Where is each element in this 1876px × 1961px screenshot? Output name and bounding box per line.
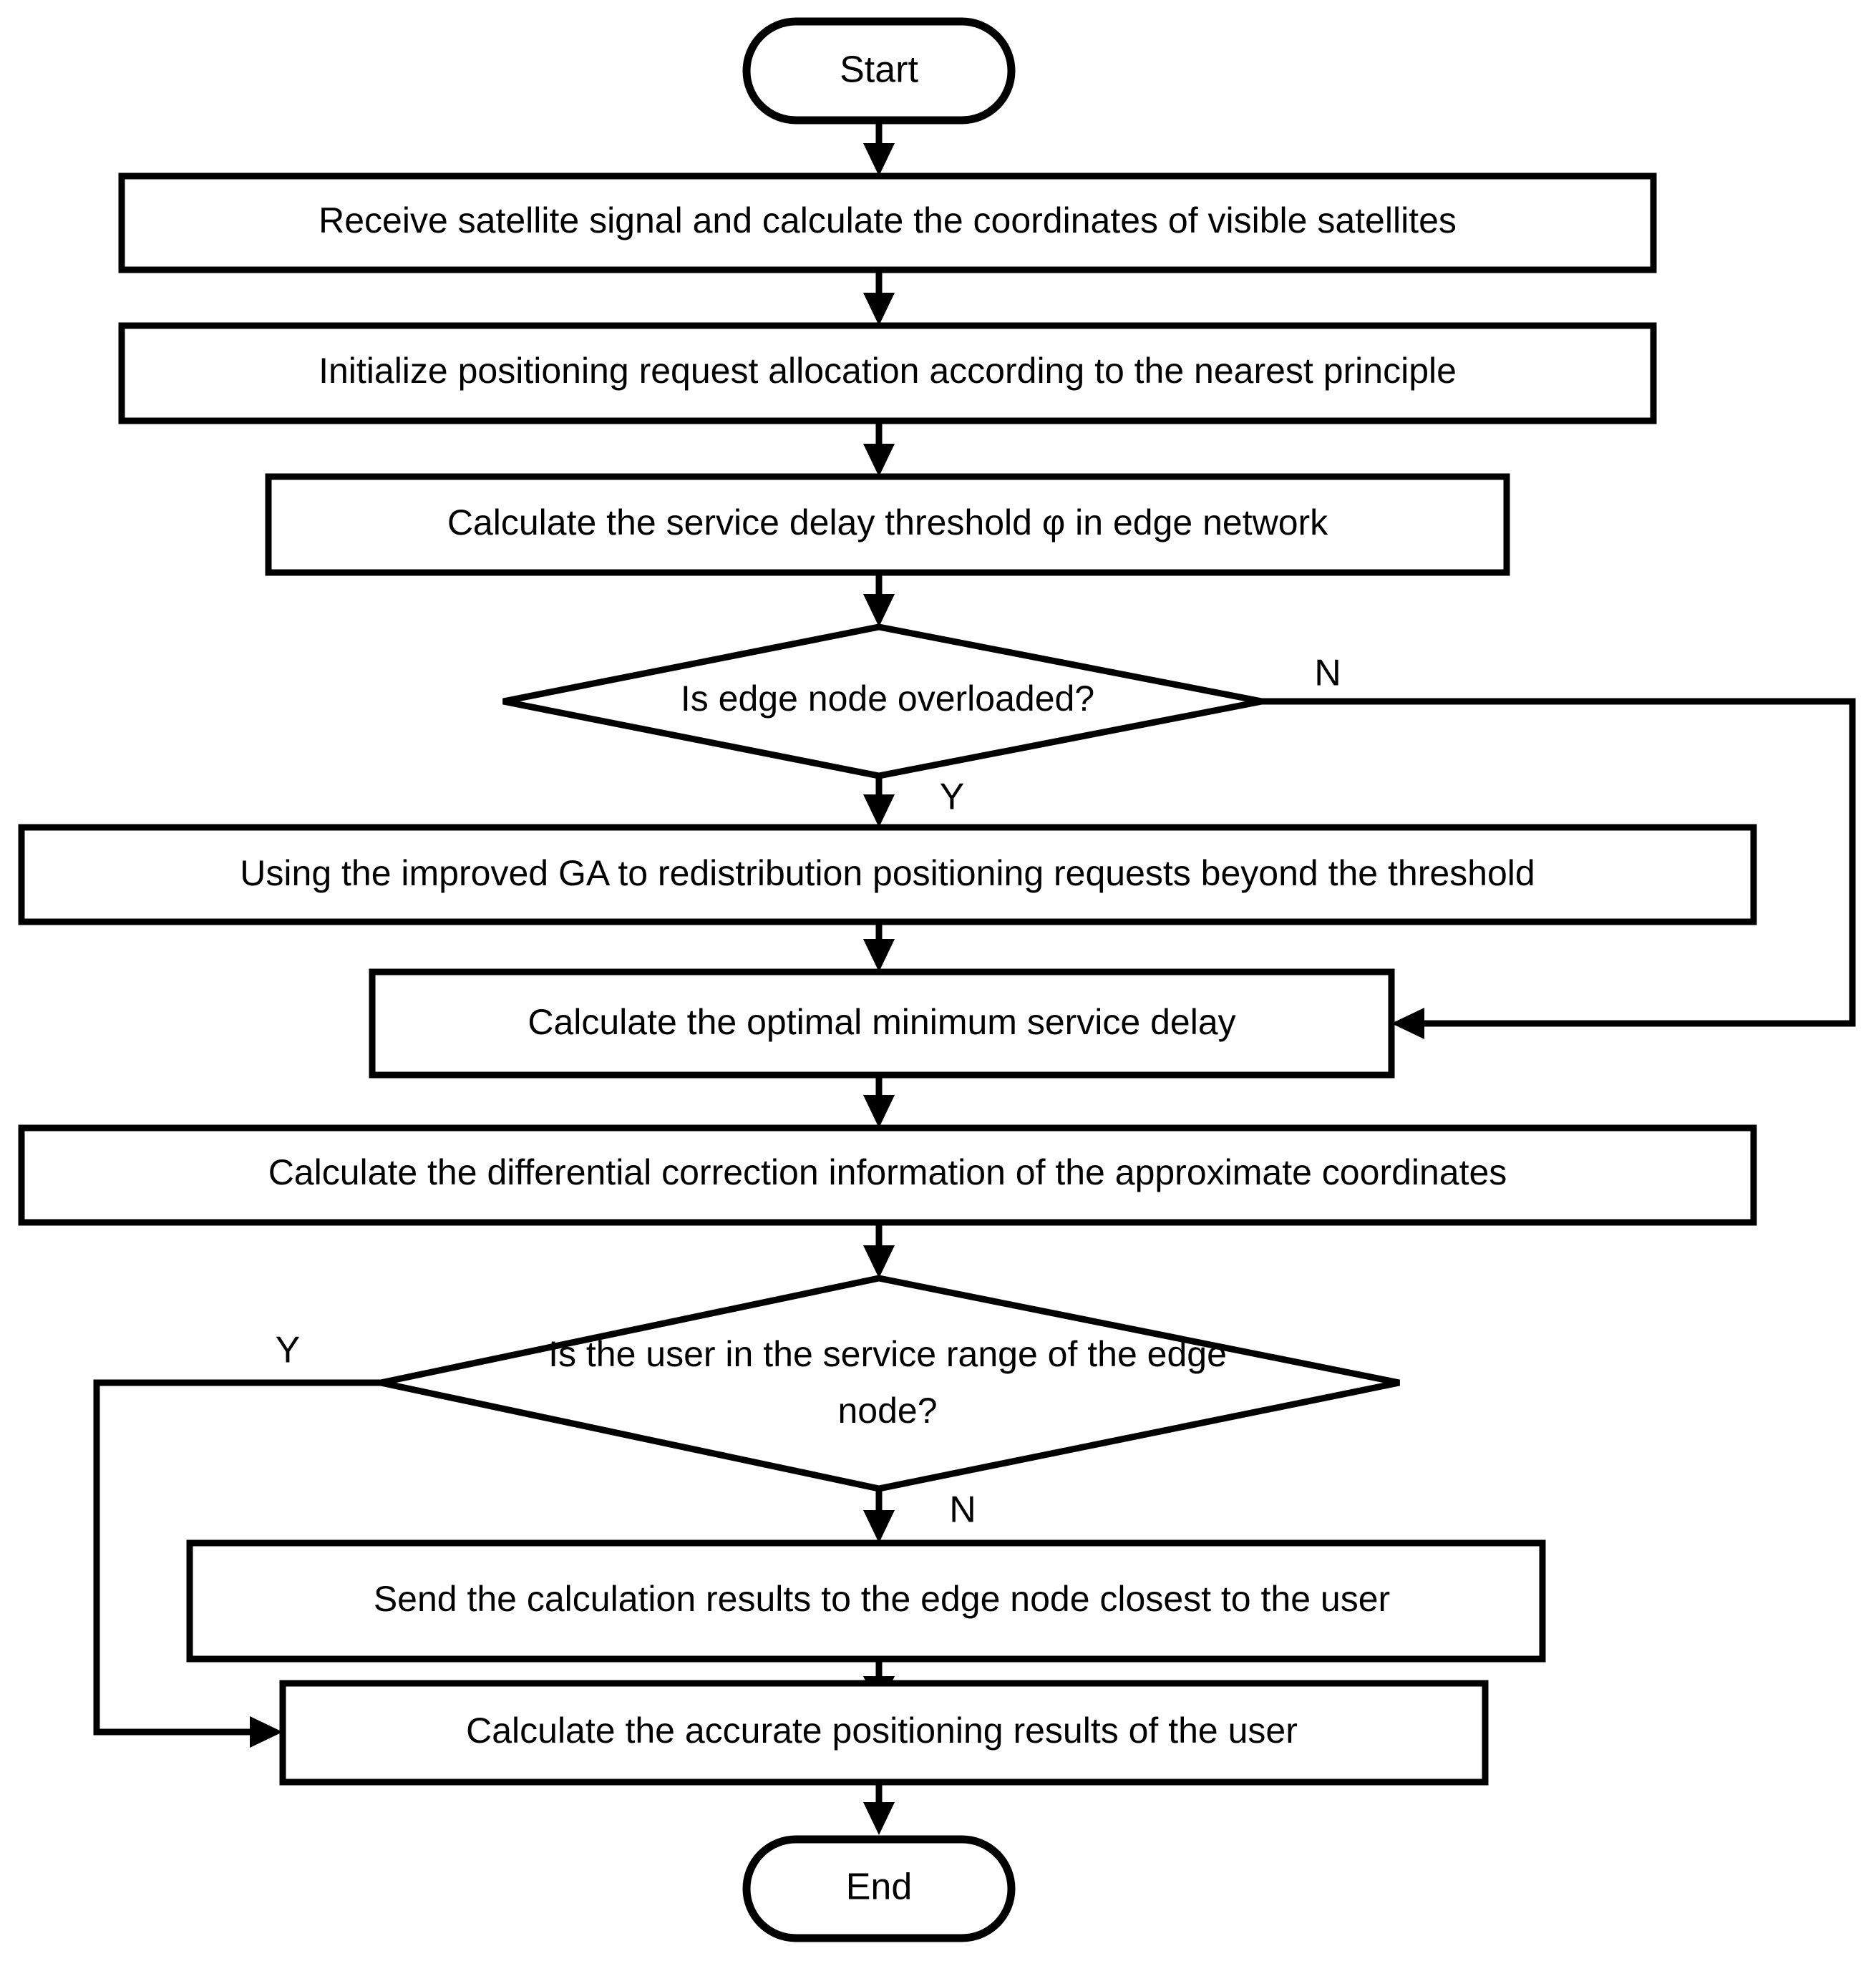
node-calc-differential[interactable]: Calculate the differential correction in… [18,1124,1757,1226]
start-terminator-shape [742,17,1016,125]
decision-overloaded-label: Is edge node overloaded? [681,678,1094,719]
send-results-label: Send the calculation results to the edge… [374,1579,1390,1619]
improved-ga-shape [18,824,1757,925]
calc-accurate-shape [279,1680,1489,1786]
calc-accurate-label: Calculate the accurate positioning resul… [466,1711,1298,1751]
calc-threshold-shape [265,473,1510,576]
calc-threshold-label: Calculate the service delay threshold φ … [447,502,1328,542]
node-calc-accurate[interactable]: Calculate the accurate positioning resul… [279,1680,1489,1786]
edge-calc-accurate-to-end [863,1782,895,1835]
node-start[interactable]: Start [742,17,1016,125]
receive-signal-label: Receive satellite signal and calculate t… [319,200,1457,240]
node-decision-overloaded[interactable]: Is edge node overloaded? [502,623,1263,779]
initialize-allocation-label: Initialize positioning request allocatio… [319,351,1457,391]
decision-overloaded-shape [502,623,1263,779]
node-initialize-allocation[interactable]: Initialize positioning request allocatio… [118,322,1657,424]
calc-min-delay-label: Calculate the optimal minimum service de… [528,1002,1235,1042]
edge-improved-ga-to-calc-min-delay [863,922,895,972]
edge-decision-overloaded-yes-to-improved-ga [863,776,895,827]
decision-service-range-label-line2: node? [837,1391,937,1431]
improved-ga-label: Using the improved GA to redistribution … [240,853,1535,893]
edge-initialize-to-calc-threshold [863,421,895,477]
receive-signal-shape [118,172,1657,273]
calc-differential-shape [18,1124,1757,1226]
end-label: End [846,1867,913,1908]
send-results-shape [186,1539,1546,1663]
end-terminator-shape [742,1835,1016,1942]
node-calc-threshold[interactable]: Calculate the service delay threshold φ … [265,473,1510,576]
initialize-allocation-shape [118,322,1657,424]
decision-service-range-label-line1: Is the user in the service range of the … [548,1334,1227,1374]
edge-receive-signal-to-initialize [863,270,895,326]
node-decision-service-range[interactable]: Is the user in the service range of the … [380,1275,1400,1492]
edge-decision-service-range-no-to-send-results [863,1489,895,1543]
branch-label-service-range-yes: Y [276,1330,301,1371]
calc-min-delay-shape [369,968,1395,1079]
edge-start-to-receive-signal [863,120,895,176]
node-improved-ga[interactable]: Using the improved GA to redistribution … [18,824,1757,925]
node-end[interactable]: End [742,1835,1016,1942]
branch-label-overloaded-yes: Y [940,777,965,818]
edge-calc-min-delay-to-calc-differential [863,1075,895,1128]
node-receive-signal[interactable]: Receive satellite signal and calculate t… [118,172,1657,273]
node-send-results[interactable]: Send the calculation results to the edge… [186,1539,1546,1663]
node-calc-min-delay[interactable]: Calculate the optimal minimum service de… [369,968,1395,1079]
start-label: Start [840,49,918,91]
branch-label-overloaded-no: N [1314,653,1341,694]
edge-calc-differential-to-decision-service-range [863,1222,895,1278]
edge-calc-threshold-to-decision-overloaded [863,573,895,627]
calc-differential-label: Calculate the differential correction in… [268,1152,1507,1192]
decision-service-range-shape [380,1275,1400,1492]
edge-decision-service-range-yes-to-calc-accurate [93,1379,381,1748]
branch-label-service-range-no: N [949,1489,976,1531]
edge-decision-overloaded-no-to-calc-min-delay [1262,698,1856,1039]
